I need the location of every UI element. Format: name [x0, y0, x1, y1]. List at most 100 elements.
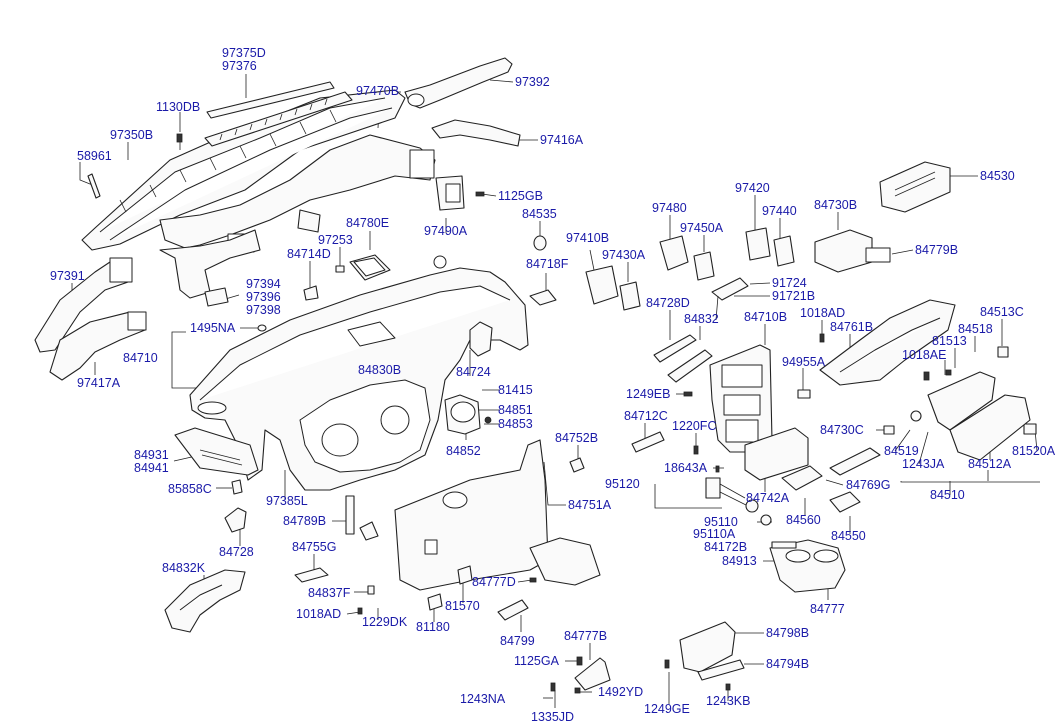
- part-label: 84832: [684, 312, 719, 326]
- part-label: 94955A: [782, 355, 826, 369]
- part-label: 84519: [884, 444, 919, 458]
- part-vent-97490a: [435, 175, 485, 211]
- part-label: 84830B: [358, 363, 402, 377]
- part-label: 97253: [318, 233, 353, 247]
- part-label: 91721B: [772, 289, 816, 303]
- part-glovebox-84510: [927, 371, 1031, 461]
- part-label: 1243NA: [460, 692, 506, 706]
- part-label: 84510: [930, 488, 965, 502]
- part-lighter-95120: [705, 465, 772, 526]
- part-bracket-84724: [469, 321, 493, 357]
- part-label: 97440: [762, 204, 797, 218]
- part-label: 85858C: [168, 482, 212, 496]
- part-label: 84751A: [568, 498, 612, 512]
- part-label: 97385L: [266, 494, 308, 508]
- part-label: 84724: [456, 365, 491, 379]
- part-label: 84728D: [646, 296, 690, 310]
- part-small-clips: [257, 235, 547, 332]
- part-label: 1229DK: [362, 615, 408, 629]
- part-defroster-nozzle: [81, 89, 406, 251]
- part-bracket-84728d: [653, 334, 713, 383]
- part-label: 84777: [810, 602, 845, 616]
- part-label: 97416A: [540, 133, 584, 147]
- part-label: 84832K: [162, 561, 206, 575]
- part-label: 97417A: [77, 376, 121, 390]
- part-label: 84853: [498, 417, 533, 431]
- part-console-trim-84913: [529, 537, 601, 586]
- part-label: 84710: [123, 351, 158, 365]
- part-defroster-grille: [204, 81, 353, 147]
- part-label: 84761B: [830, 320, 874, 334]
- part-speaker-grille: [349, 254, 391, 281]
- part-cluster-84851: [444, 394, 492, 435]
- part-label: 84752B: [555, 431, 599, 445]
- part-label: 81570: [445, 599, 480, 613]
- part-label: 84730B: [814, 198, 858, 212]
- part-label: 97470B: [356, 84, 400, 98]
- part-label: 97350B: [110, 128, 154, 142]
- part-label: 84513C: [980, 305, 1024, 319]
- part-label: 1335JD: [531, 710, 575, 724]
- part-label: 84530: [980, 169, 1015, 183]
- part-tray-84550: [829, 491, 861, 513]
- part-label: 1243JA: [902, 457, 945, 471]
- part-label: 97430A: [602, 248, 646, 262]
- part-bracket-91724: [711, 277, 749, 321]
- part-label: 84794B: [766, 657, 810, 671]
- part-label: 97490A: [424, 224, 468, 238]
- part-label: 97391: [50, 269, 85, 283]
- part-label: 84535: [522, 207, 557, 221]
- part-rail-84794b: [697, 659, 745, 691]
- part-label: 1018AD: [296, 607, 342, 621]
- part-strip-84789b: [345, 495, 355, 535]
- part-bracket-84712c: [631, 431, 665, 453]
- part-label: 84710B: [744, 310, 788, 324]
- part-trim-84832k: [164, 569, 246, 633]
- part-label: 1220FC: [672, 419, 717, 433]
- part-label: 97480: [652, 201, 687, 215]
- part-vent-97410b: [585, 265, 641, 311]
- part-label: 84518: [958, 322, 993, 336]
- part-label: 97450A: [680, 221, 724, 235]
- part-label: 18643A: [664, 461, 708, 475]
- part-duct-97417a: [49, 311, 147, 381]
- part-label: 1249EB: [626, 387, 671, 401]
- part-label: 97410B: [566, 231, 610, 245]
- part-label: 81513: [932, 334, 967, 348]
- part-label: 84789B: [283, 514, 327, 528]
- part-label: 84913: [722, 554, 757, 568]
- part-label: 84799: [500, 634, 535, 648]
- part-label: 84172B: [704, 540, 748, 554]
- part-label: 84851: [498, 403, 533, 417]
- part-bracket-84718f: [529, 289, 557, 306]
- part-label: 91724: [772, 276, 807, 290]
- part-bracket-84799: [497, 599, 529, 621]
- part-label: 84931: [134, 448, 169, 462]
- part-label: 84718F: [526, 257, 569, 271]
- part-label: 84837F: [308, 586, 351, 600]
- part-label: 1018AE: [902, 348, 947, 362]
- part-tray-84560: [781, 465, 823, 491]
- part-label: 1125GA: [514, 654, 559, 668]
- part-label: 84798B: [766, 626, 810, 640]
- part-duct-97391: [34, 257, 133, 353]
- part-label: 84728: [219, 545, 254, 559]
- part-knee-panel-84931: [174, 427, 259, 495]
- part-bracket-84728: [224, 507, 247, 533]
- part-label: 97392: [515, 75, 550, 89]
- part-label: 84769G: [846, 478, 891, 492]
- part-label: 1495NA: [190, 321, 236, 335]
- part-label: 81520A: [1012, 444, 1056, 458]
- part-label: 1243KB: [706, 694, 751, 708]
- part-label: 1130DB: [156, 100, 201, 114]
- part-label: 97376: [222, 59, 257, 73]
- part-label: 1492YD: [598, 685, 644, 699]
- part-label: 97375D: [222, 46, 266, 60]
- part-label: 84777B: [564, 629, 608, 643]
- part-label: 84742A: [746, 491, 790, 505]
- part-box-84742a: [744, 427, 809, 481]
- part-label: 84780E: [346, 216, 390, 230]
- part-label: 95120: [605, 477, 640, 491]
